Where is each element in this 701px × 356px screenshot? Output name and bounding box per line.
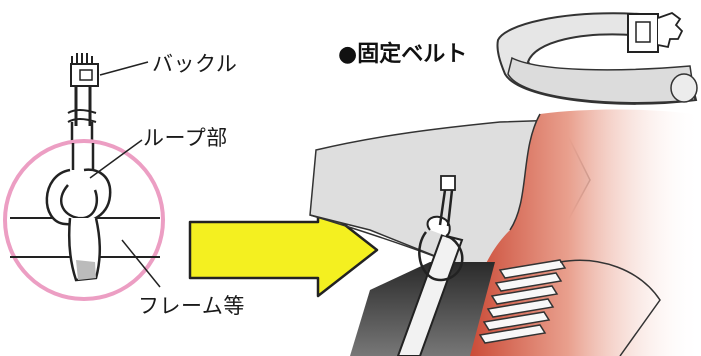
frame-leader-line (121, 239, 161, 288)
frame-label: フレーム等 (138, 294, 245, 318)
loop-detail (3, 53, 165, 301)
buckle-leader-line (99, 61, 149, 76)
buckle-icon (70, 53, 99, 126)
fixing-belt-icon (496, 11, 698, 105)
fixing-belt-title: ●固定ベルト (338, 42, 468, 67)
direction-arrow (188, 202, 379, 298)
loop-label: ループ部 (143, 126, 228, 150)
loop-leader-line (89, 139, 143, 179)
loop-strap-upper (45, 168, 112, 226)
buckle-label: バックル (152, 52, 238, 76)
install-scene (309, 109, 701, 356)
belt-loop (418, 231, 464, 282)
